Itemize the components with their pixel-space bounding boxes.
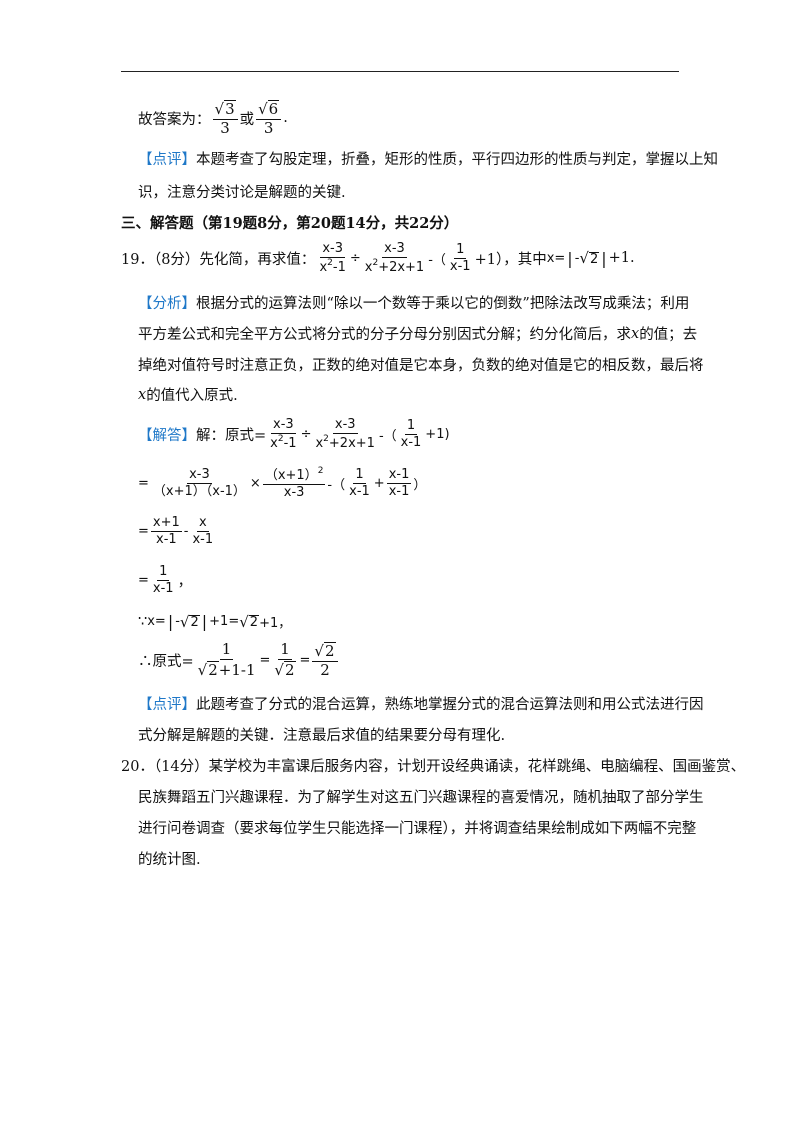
answer-fraction-2: √6 3 [256, 100, 282, 136]
question-20-line-1: 20．（14分）某学校为丰富课后服务内容，计划开设经典诵读，花样跳绳、电脑编程、… [121, 759, 746, 775]
solution-step-2: = x-3 （x+1）（x-1） × （x+1）2 x-3 -（ 1 x-1 +… [138, 466, 427, 500]
s2-fraction-4: x-1 x-1 [386, 467, 412, 499]
comment-2-line-1: 【点评】此题考查了分式的混合运算，熟练地掌握分式的混合运算法则和用公式法进行因 [138, 693, 704, 714]
s2-fraction-3: 1 x-1 [349, 467, 370, 499]
solution-step-5: ∵ x= | - √2 | +1= √2 +1， [138, 612, 292, 631]
question-20-line-3: 进行问卷调查（要求每位学生只能选择一门课程），并将调查结果绘制成如下两幅不完整 [138, 821, 697, 837]
solution-step-6: ∴原式= 1 √2+1-1 = 1 √2 = √2 2 [138, 640, 340, 679]
s1-fraction-2: x-3 x2+2x+1 [315, 417, 375, 451]
question-19: 19．（8分）先化简，再求值： x-3 x2-1 ÷ x-3 x2+2x+1 -… [121, 241, 635, 275]
s3-fraction-2: x x-1 [192, 515, 214, 547]
solution-step-4: = 1 x-1 ， [138, 564, 193, 596]
q19-fraction-1: x-3 x2-1 [319, 241, 346, 275]
s6-fraction-2: 1 √2 [274, 640, 296, 679]
comment-tag: 【点评】 [138, 152, 196, 168]
s4-fraction: 1 x-1 [152, 564, 174, 596]
solution-step-1: 【解答】 解：原式= x-3 x2-1 ÷ x-3 x2+2x+1 -（ 1 x… [138, 417, 450, 451]
analysis-line-3: 掉绝对值符号时注意正负，正数的绝对值是它本身，负数的绝对值是它的相反数，最后将 [138, 358, 704, 374]
solution-step-3: = x+1 x-1 - x x-1 [138, 515, 214, 547]
solution-tag: 【解答】 [138, 427, 196, 444]
comment-2-line-2: 式分解是解题的关键．注意最后求值的结果要分母有理化. [138, 728, 506, 744]
s1-fraction-3: 1 x-1 [400, 418, 422, 450]
s2-fraction-2: （x+1）2 x-3 [262, 466, 326, 500]
s2-fraction-1: x-3 （x+1）（x-1） [152, 467, 246, 499]
q19-fraction-3: 1 x-1 [449, 242, 471, 274]
header-rule [121, 71, 679, 72]
answer-fraction-1: √3 3 [212, 100, 238, 136]
analysis-line-1: 【分析】根据分式的运算法则“除以一个数等于乘以它的倒数”把除法改写成乘法；利用 [138, 292, 689, 313]
q19-fraction-2: x-3 x2+2x+1 [364, 241, 425, 275]
s1-fraction-1: x-3 x2-1 [270, 417, 297, 451]
comment-tag: 【点评】 [138, 697, 196, 713]
s3-fraction-1: x+1 x-1 [150, 515, 182, 547]
answer-line: 故答案为： √3 3 或 √6 3 . [138, 99, 288, 137]
comment-1-line-2: 识，注意分类讨论是解题的关键. [138, 185, 346, 201]
s6-fraction-3: √2 2 [312, 642, 338, 678]
section-heading: 三、解答题（第19题8分，第20题14分，共22分） [121, 215, 459, 232]
question-20-line-4: 的统计图. [138, 852, 201, 868]
comment-1-line-1: 【点评】本题考查了勾股定理，折叠，矩形的性质，平行四边形的性质与判定，掌握以上知 [138, 148, 718, 169]
question-20-line-2: 民族舞蹈五门兴趣课程．为了解学生对这五门兴趣课程的喜爱情况，随机抽取了部分学生 [138, 790, 704, 806]
analysis-tag: 【分析】 [138, 296, 196, 312]
s6-fraction-1: 1 √2+1-1 [197, 640, 256, 679]
